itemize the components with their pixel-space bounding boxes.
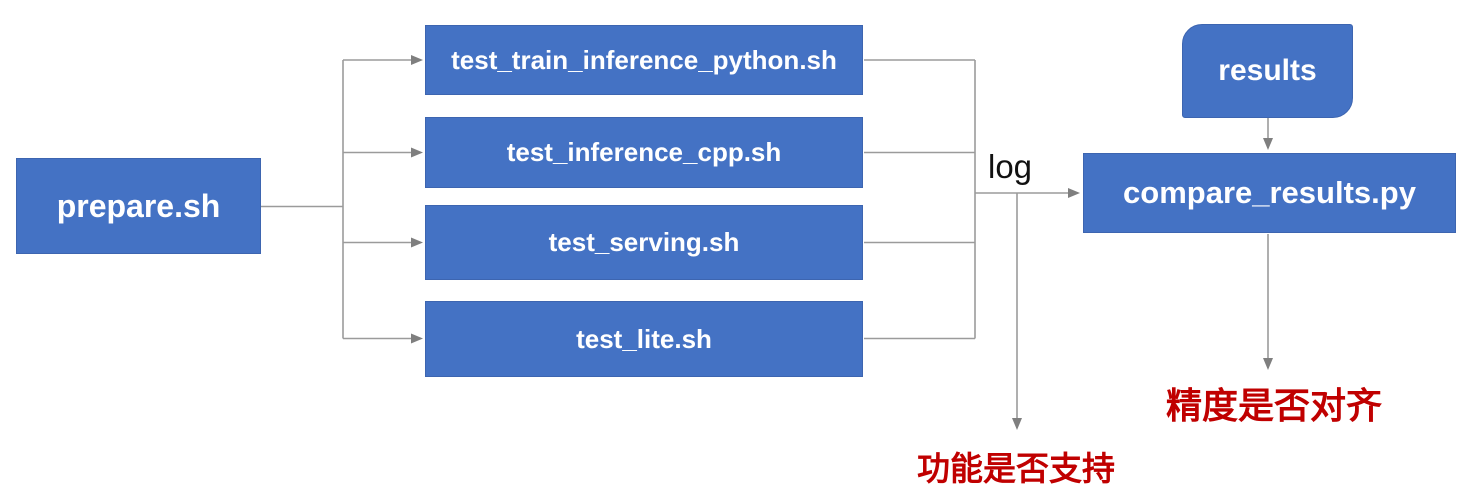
- node-prepare-sh: prepare.sh: [16, 158, 261, 254]
- node-test-serving-sh-label: test_serving.sh: [548, 227, 740, 257]
- node-test-lite-sh: test_lite.sh: [425, 301, 863, 377]
- outcome-accuracy-alignment: 精度是否对齐: [1165, 385, 1382, 426]
- node-test-train-inference-python-sh: test_train_inference_python.sh: [425, 25, 863, 95]
- node-test-serving-sh: test_serving.sh: [425, 205, 863, 280]
- node-test-inference-cpp-sh: test_inference_cpp.sh: [425, 117, 863, 188]
- edge-label-log: log: [988, 148, 1033, 185]
- node-compare-results-py: compare_results.py: [1083, 153, 1456, 233]
- node-test-lite-sh-label: test_lite.sh: [576, 323, 712, 354]
- node-prepare-sh-label: prepare.sh: [56, 187, 221, 224]
- node-compare-results-py-label: compare_results.py: [1123, 175, 1416, 210]
- node-test-train-inference-python-sh-label: test_train_inference_python.sh: [451, 44, 837, 75]
- node-results: results: [1182, 24, 1353, 118]
- node-results-label: results: [1218, 54, 1317, 87]
- node-test-inference-cpp-sh-label: test_inference_cpp.sh: [506, 137, 782, 167]
- outcome-function-support: 功能是否支持: [917, 450, 1115, 487]
